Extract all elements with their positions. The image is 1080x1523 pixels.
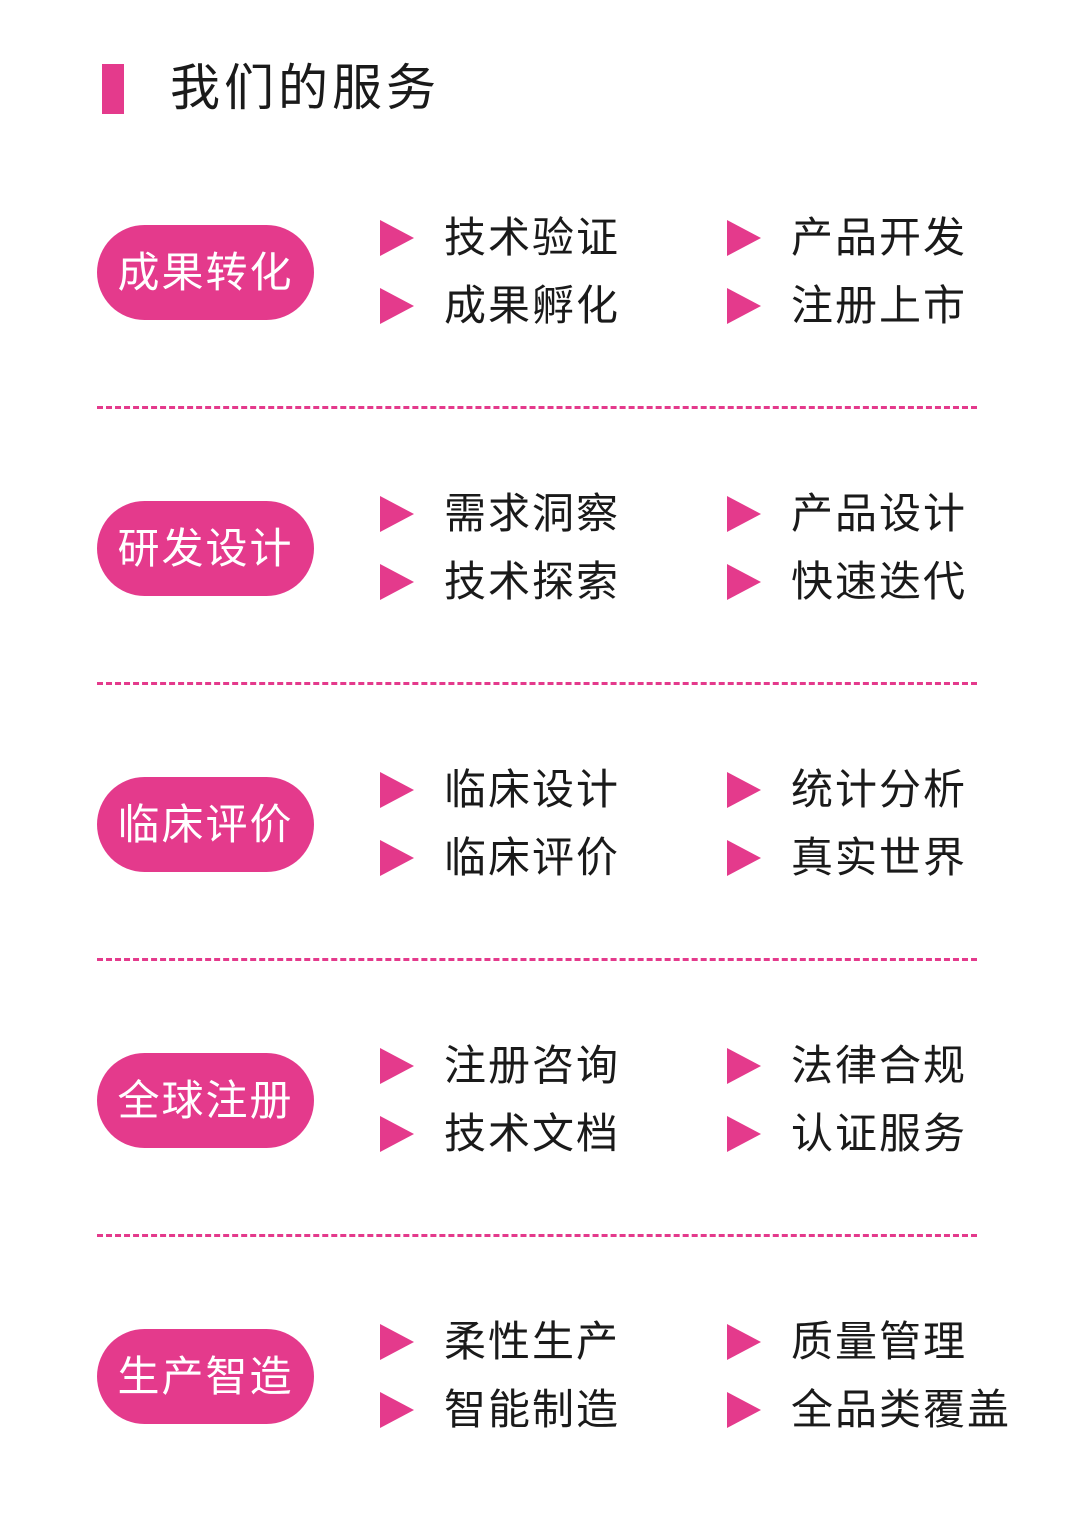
service-item-label: 产品设计 xyxy=(791,489,968,538)
service-item-label: 临床评价 xyxy=(444,833,621,882)
play-triangle-icon xyxy=(727,772,761,808)
service-item-label: 柔性生产 xyxy=(444,1317,621,1366)
play-triangle-icon xyxy=(727,1392,761,1428)
service-item-label: 注册上市 xyxy=(791,281,968,330)
section-divider xyxy=(97,682,977,685)
service-item-label: 法律合规 xyxy=(791,1041,968,1090)
section-divider xyxy=(97,958,977,961)
service-item-label: 智能制造 xyxy=(444,1385,621,1434)
play-triangle-icon xyxy=(380,564,414,600)
service-section-1: 成果转化 技术验证 产品开发 成果孵化 注册上市 xyxy=(0,196,1080,336)
play-triangle-icon xyxy=(380,1392,414,1428)
service-section-4: 全球注册 注册咨询 法律合规 技术文档 认证服务 xyxy=(0,1024,1080,1164)
service-item-label: 真实世界 xyxy=(791,833,968,882)
play-triangle-icon xyxy=(727,1048,761,1084)
play-triangle-icon xyxy=(380,1048,414,1084)
play-triangle-icon xyxy=(380,1116,414,1152)
service-item-label: 产品开发 xyxy=(791,213,968,262)
service-section-5: 生产智造 柔性生产 质量管理 智能制造 全品类覆盖 xyxy=(0,1300,1080,1440)
service-item-label: 临床设计 xyxy=(444,765,621,814)
play-triangle-icon xyxy=(727,496,761,532)
service-item-label: 质量管理 xyxy=(791,1317,968,1366)
play-triangle-icon xyxy=(380,220,414,256)
service-item-label: 统计分析 xyxy=(791,765,968,814)
play-triangle-icon xyxy=(727,564,761,600)
service-item-label: 快速迭代 xyxy=(791,557,968,606)
play-triangle-icon xyxy=(380,1324,414,1360)
service-item-label: 技术验证 xyxy=(444,213,621,262)
play-triangle-icon xyxy=(380,840,414,876)
service-item-label: 技术探索 xyxy=(444,557,621,606)
service-section-3: 临床评价 临床设计 统计分析 临床评价 真实世界 xyxy=(0,748,1080,888)
page-title: 我们的服务 xyxy=(170,59,440,117)
section-header: 我们的服务 xyxy=(102,59,802,120)
service-item-label: 需求洞察 xyxy=(444,489,621,538)
play-triangle-icon xyxy=(380,772,414,808)
play-triangle-icon xyxy=(380,496,414,532)
header-accent-bar xyxy=(102,64,124,114)
service-category-pill: 临床评价 xyxy=(97,777,314,872)
section-divider xyxy=(97,1234,977,1237)
service-item-label: 技术文档 xyxy=(444,1109,621,1158)
service-item-label: 成果孵化 xyxy=(444,281,621,330)
play-triangle-icon xyxy=(727,288,761,324)
play-triangle-icon xyxy=(727,1324,761,1360)
service-section-2: 研发设计 需求洞察 产品设计 技术探索 快速迭代 xyxy=(0,472,1080,612)
play-triangle-icon xyxy=(727,1116,761,1152)
service-category-pill: 生产智造 xyxy=(97,1329,314,1424)
service-item-label: 全品类覆盖 xyxy=(791,1385,1012,1434)
service-category-pill: 成果转化 xyxy=(97,225,314,320)
service-category-pill: 研发设计 xyxy=(97,501,314,596)
play-triangle-icon xyxy=(727,220,761,256)
service-category-pill: 全球注册 xyxy=(97,1053,314,1148)
play-triangle-icon xyxy=(727,840,761,876)
play-triangle-icon xyxy=(380,288,414,324)
service-item-label: 认证服务 xyxy=(791,1109,968,1158)
service-item-label: 注册咨询 xyxy=(444,1041,621,1090)
section-divider xyxy=(97,406,977,409)
